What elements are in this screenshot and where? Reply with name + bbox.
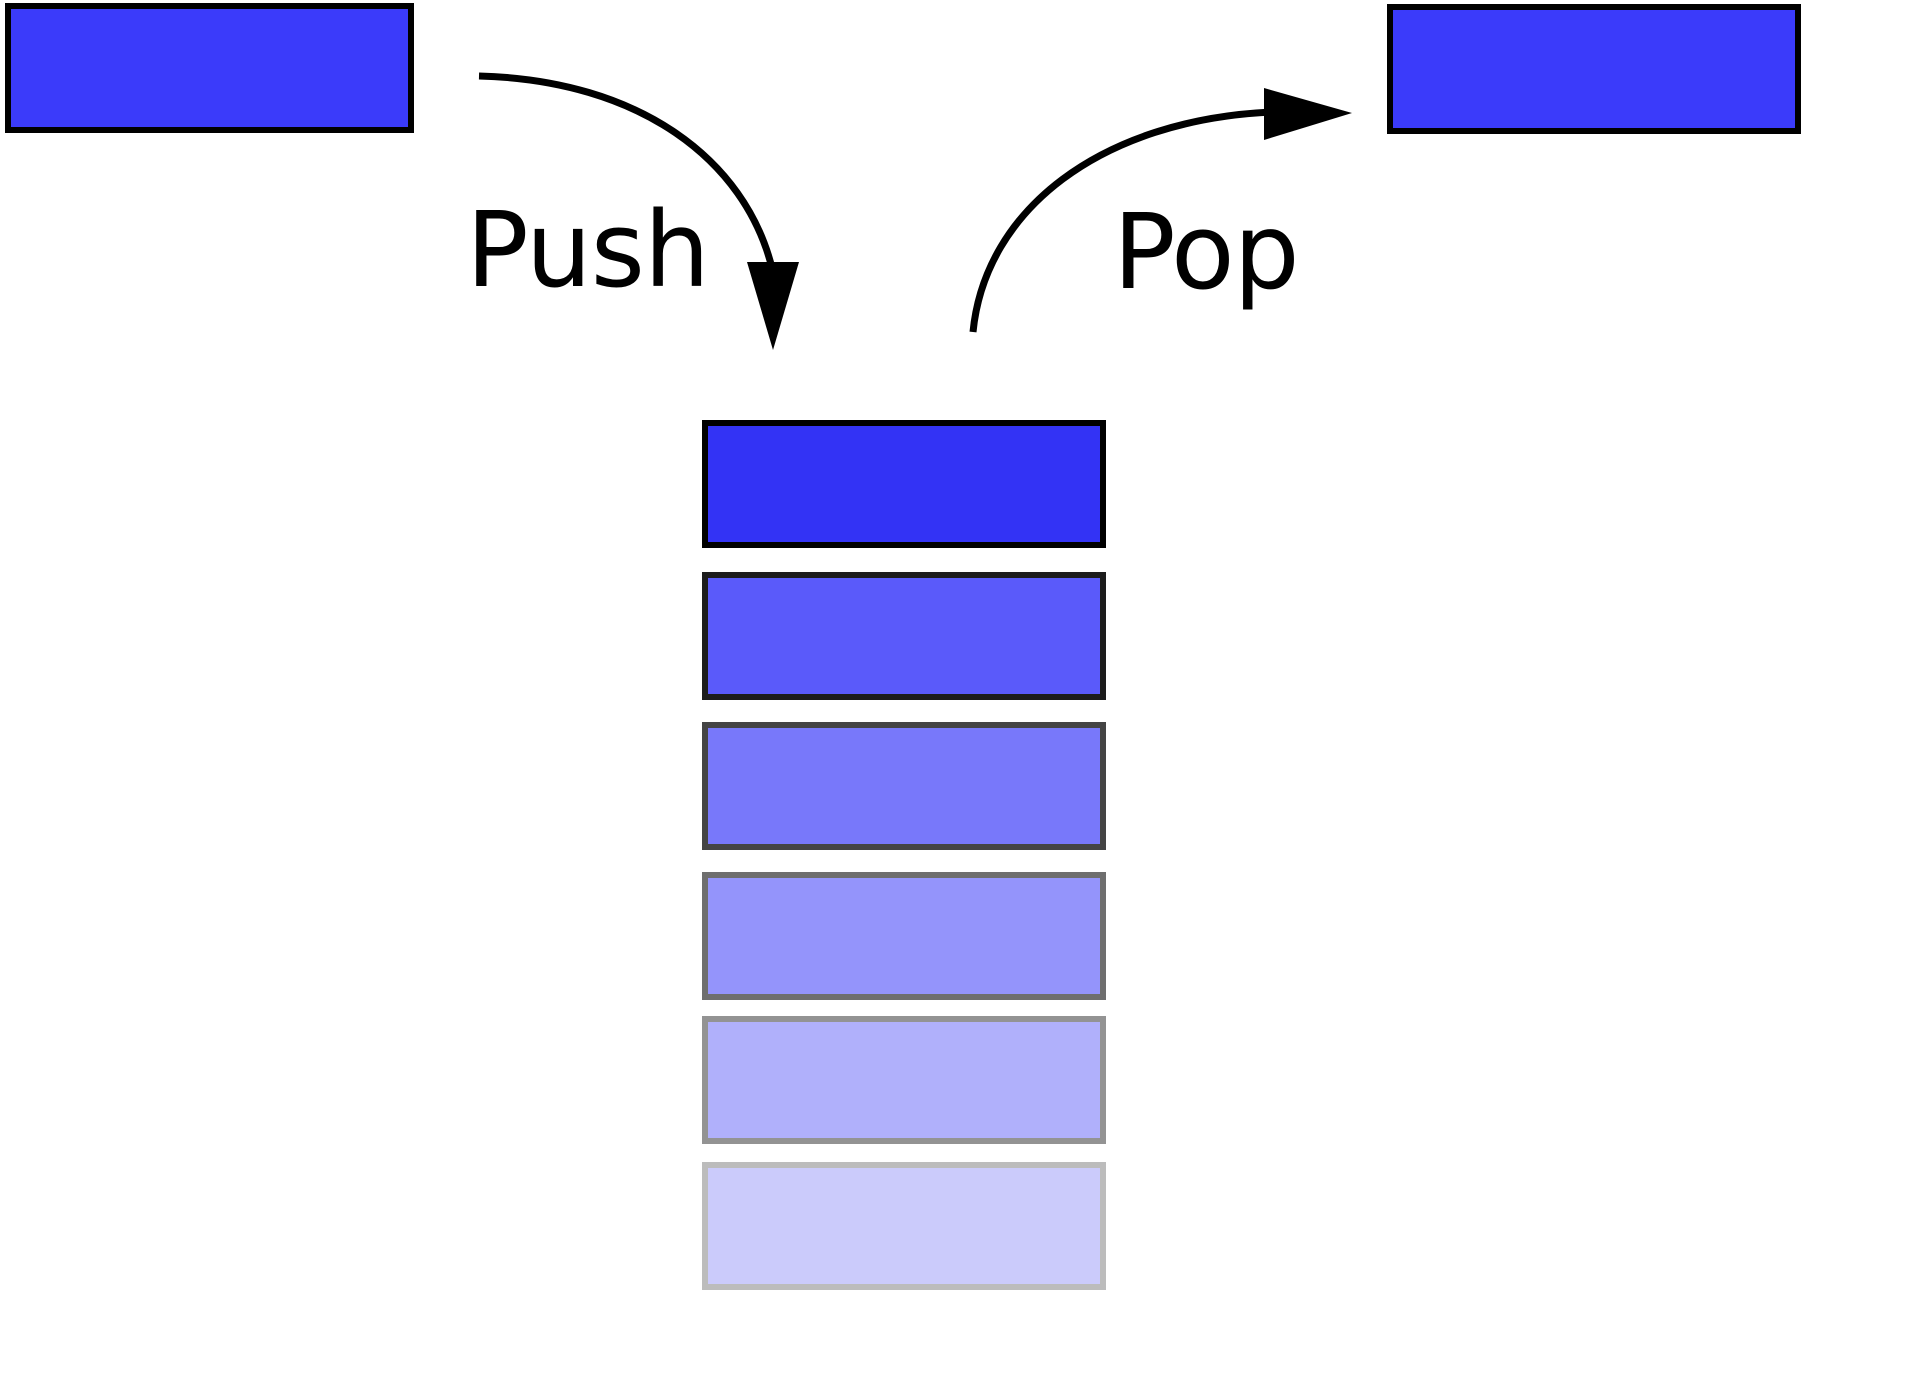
stack-item-fifth[interactable]	[702, 1016, 1106, 1144]
push-label: Push	[466, 189, 710, 311]
stack-item-bottom[interactable]	[702, 1162, 1106, 1290]
pop-arrowhead-icon	[1264, 88, 1352, 140]
stack-item-third[interactable]	[702, 722, 1106, 850]
stack-item-fourth[interactable]	[702, 872, 1106, 1000]
pop-label: Pop	[1113, 191, 1300, 313]
push-arrowhead-icon	[747, 262, 799, 350]
stack-item-top[interactable]	[702, 420, 1106, 548]
source-element-box[interactable]	[5, 3, 414, 133]
popped-element-box[interactable]	[1387, 4, 1801, 134]
stack-item-second[interactable]	[702, 572, 1106, 700]
